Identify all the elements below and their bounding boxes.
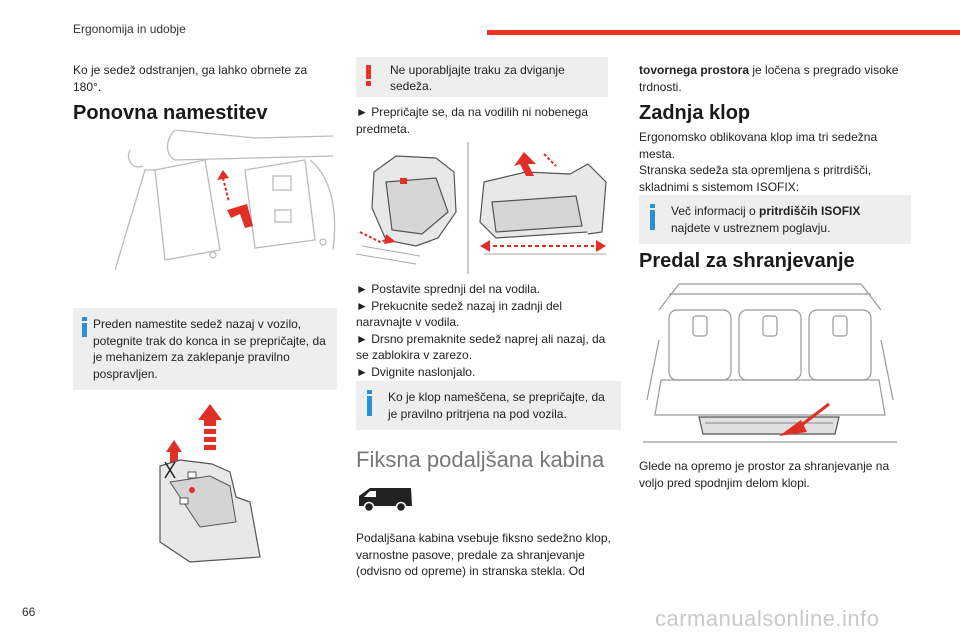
step-check-rails: ► Prepričajte se, da na vodilih ni noben… bbox=[356, 105, 589, 136]
heading-zadnja-klop: Zadnja klop bbox=[639, 102, 751, 124]
storage-drawer-illustration bbox=[639, 280, 901, 445]
header-accent-bar bbox=[487, 30, 960, 35]
steps-list: ► Postavite sprednji del na vodila. ► Pr… bbox=[356, 281, 611, 380]
step-item: ► Dvignite naslonjalo. bbox=[356, 364, 476, 379]
warning-icon bbox=[366, 65, 371, 86]
partition-text: tovornega prostora je ločena s pregrado … bbox=[639, 62, 904, 95]
van-icon bbox=[356, 484, 414, 514]
info-icon bbox=[82, 317, 87, 337]
intro-text: Ko je sedež odstranjen, ga lahko obrnete… bbox=[73, 63, 308, 94]
step-item: ► Drsno premaknite sedež naprej ali naza… bbox=[356, 331, 606, 363]
step-item: ► Postavite sprednji del na vodila. bbox=[356, 282, 540, 296]
info-pre: Več informacij o bbox=[671, 204, 760, 218]
seat-lift-illustration bbox=[140, 402, 270, 567]
partition-text-rest: je ločena s pregrado visoke trdnosti. bbox=[639, 63, 899, 94]
info-box-reinstall: Preden namestite sedež nazaj v vozilo, p… bbox=[73, 308, 337, 390]
info-box-isofix: Več informacij o pritrdiščih ISOFIX najd… bbox=[639, 195, 911, 244]
step-item: ► Prekucnite sedež nazaj in zadnji del n… bbox=[356, 298, 562, 330]
info-bold: pritrdiščih ISOFIX bbox=[759, 204, 861, 218]
info-post: najdete v ustreznem poglavju. bbox=[671, 220, 831, 235]
seat-mount-illustration bbox=[105, 130, 337, 270]
rear-bench-text: Ergonomsko oblikovana klop ima tri sedež… bbox=[639, 130, 878, 161]
info-text: Ko je klop nameščena, se prepričajte, da… bbox=[388, 390, 605, 421]
watermark: carmanualsonline.info bbox=[655, 606, 880, 631]
seat-rails-illustration bbox=[356, 142, 611, 274]
info-icon bbox=[367, 390, 372, 416]
extended-cab-text: Podaljšana kabina vsebuje fiksno sedežno… bbox=[356, 531, 611, 578]
warning-box: Ne uporabljajte traku za dviganje sedeža… bbox=[356, 57, 608, 97]
page-number: 66 bbox=[22, 605, 36, 619]
heading-predal: Predal za shranjevanje bbox=[639, 250, 855, 272]
isofix-text: Stranska sedeža sta opremljena s pritrdi… bbox=[639, 163, 872, 194]
heading-ponovna-namestitev: Ponovna namestitev bbox=[73, 102, 268, 124]
info-icon bbox=[650, 204, 655, 230]
info-box-bench-fixed: Ko je klop nameščena, se prepričajte, da… bbox=[356, 381, 621, 430]
heading-fiksna-kabina: Fiksna podaljšana kabina bbox=[356, 447, 605, 472]
bold-term: tovornega prostora bbox=[639, 63, 750, 77]
section-title: Ergonomija in udobje bbox=[73, 22, 186, 36]
info-text: Preden namestite sedež nazaj v vozilo, p… bbox=[93, 317, 326, 381]
warning-text: Ne uporabljajte traku za dviganje sedeža… bbox=[390, 63, 565, 93]
storage-text: Glede na opremo je prostor za shranjevan… bbox=[639, 459, 890, 490]
